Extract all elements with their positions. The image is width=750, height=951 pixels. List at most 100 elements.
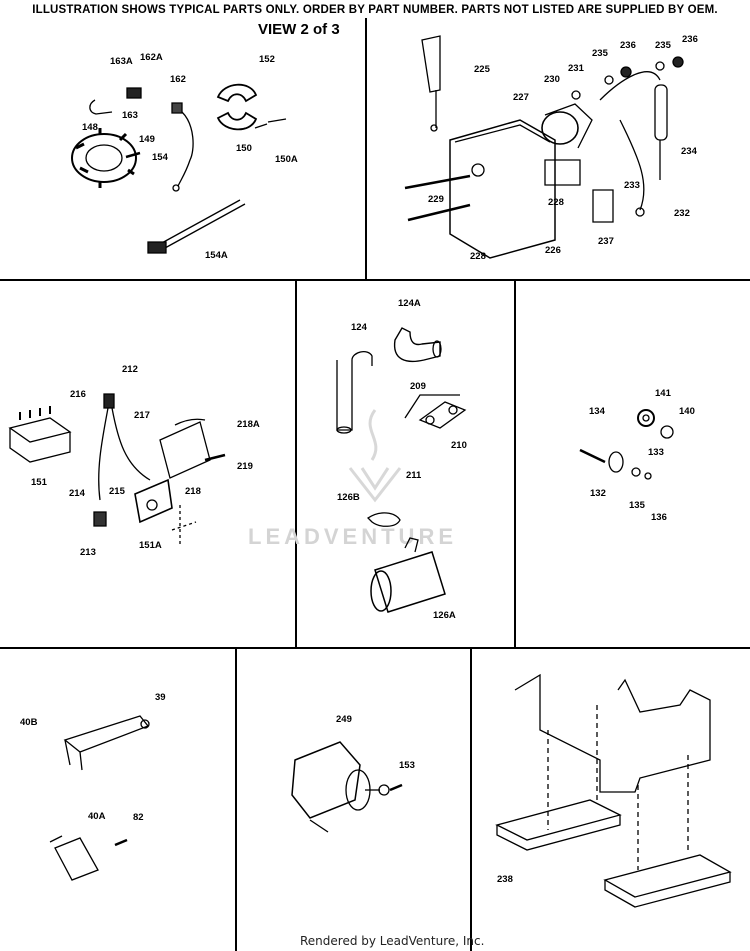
label-162a: 162A: [140, 52, 163, 63]
view-title: VIEW 2 of 3: [258, 21, 340, 38]
label-136: 136: [651, 512, 667, 523]
screw-218a: [205, 455, 225, 460]
bolt-229: [405, 176, 470, 220]
label-210: 210: [451, 440, 467, 451]
bracket-226: [450, 120, 555, 258]
label-135: 135: [629, 500, 645, 511]
module-151a: [135, 480, 172, 522]
label-236b: 236: [682, 34, 698, 45]
label-153: 153: [399, 760, 415, 771]
housing: [515, 675, 710, 792]
watermark-text: LEADVENTURE: [248, 524, 458, 549]
divider-row1: [0, 279, 750, 281]
label-154a: 154A: [205, 250, 228, 261]
divider-mid-left: [295, 280, 297, 648]
label-233: 233: [624, 180, 640, 191]
gasket-209: [405, 395, 460, 418]
label-229: 229: [428, 194, 444, 205]
label-217: 217: [134, 410, 150, 421]
label-154: 154: [152, 152, 168, 163]
label-212: 212: [122, 364, 138, 375]
label-228a: 228: [548, 197, 564, 208]
label-225: 225: [474, 64, 490, 75]
label-163a: 163A: [110, 56, 133, 67]
label-150: 150: [236, 143, 252, 154]
spacer-238-upper: [497, 800, 620, 850]
label-39: 39: [155, 692, 166, 703]
label-150a: 150A: [275, 154, 298, 165]
connector-237: [593, 190, 613, 222]
divider-bot-right: [470, 648, 472, 951]
starter-249: [292, 742, 389, 832]
label-219: 219: [237, 461, 253, 472]
divider-row2: [0, 647, 750, 649]
pipe-124: [337, 352, 372, 433]
watermark-emblem: [350, 410, 400, 500]
label-140: 140: [679, 406, 695, 417]
label-163: 163: [122, 110, 138, 121]
label-230: 230: [544, 74, 560, 85]
label-234: 234: [681, 146, 697, 157]
label-215: 215: [109, 486, 125, 497]
pulley-assembly: [580, 410, 673, 479]
rectifier-151: [10, 406, 70, 462]
screw-153: [390, 785, 402, 790]
label-134: 134: [589, 406, 605, 417]
harness-154a: [148, 200, 245, 253]
label-133: 133: [648, 447, 664, 458]
screw-149: [126, 153, 140, 157]
solenoid-227: [542, 104, 592, 148]
label-235b: 235: [655, 40, 671, 51]
label-149: 149: [139, 134, 155, 145]
label-126b: 126B: [337, 492, 360, 503]
label-124: 124: [351, 322, 367, 333]
label-151: 151: [31, 477, 47, 488]
bracket-40b: [65, 716, 149, 770]
stator-assembly: [72, 88, 182, 188]
label-162: 162: [170, 74, 186, 85]
mounting-lines: [548, 705, 688, 870]
wire-154: [178, 112, 193, 186]
label-237: 237: [598, 236, 614, 247]
label-226: 226: [545, 245, 561, 256]
divider-top: [365, 18, 367, 280]
label-152: 152: [259, 54, 275, 65]
bracket-40a: [50, 836, 127, 880]
label-236a: 236: [620, 40, 636, 51]
flange-210: [420, 402, 465, 428]
label-218: 218: [185, 486, 201, 497]
label-232: 232: [674, 208, 690, 219]
label-235a: 235: [592, 48, 608, 59]
label-40a: 40A: [88, 811, 106, 822]
cover-219: [160, 419, 210, 478]
label-238: 238: [497, 874, 513, 885]
label-213: 213: [80, 547, 96, 558]
divider-mid-right: [514, 280, 516, 648]
footer-credit: Rendered by LeadVenture, Inc.: [300, 934, 485, 948]
label-124a: 124A: [398, 298, 421, 309]
silencer-126a: [371, 538, 445, 612]
relay-228: [545, 160, 580, 185]
label-228b: 228: [470, 251, 486, 262]
notice-text: ILLUSTRATION SHOWS TYPICAL PARTS ONLY. O…: [32, 4, 718, 16]
clamp-126b: [368, 513, 400, 526]
nuts-235-236: [572, 57, 683, 99]
label-249: 249: [336, 714, 352, 725]
label-216: 216: [70, 389, 86, 400]
label-141: 141: [655, 388, 671, 399]
label-126a: 126A: [433, 610, 456, 621]
label-218a: 218A: [237, 419, 260, 430]
label-209: 209: [410, 381, 426, 392]
label-151a: 151A: [139, 540, 162, 551]
label-227: 227: [513, 92, 529, 103]
label-231: 231: [568, 63, 584, 74]
label-40b: 40B: [20, 717, 38, 728]
flywheel-magnet: [218, 85, 286, 130]
harness-212: [94, 394, 150, 526]
divider-bot-left: [235, 648, 237, 951]
spacer-238-lower: [605, 855, 730, 907]
cable-232: [620, 120, 644, 210]
wire-234: [600, 72, 667, 180]
bracket-225: [422, 36, 440, 131]
